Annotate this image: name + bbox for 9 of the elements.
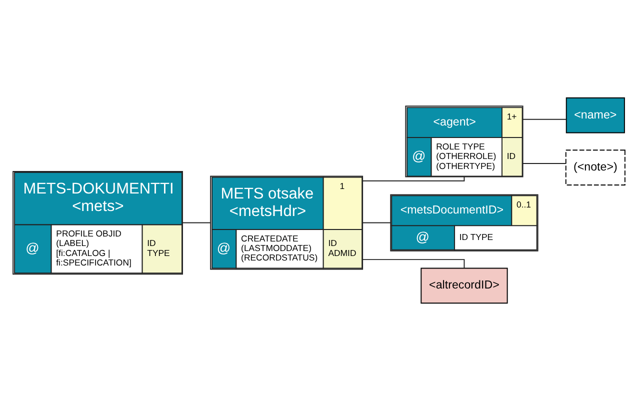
connector <box>362 222 391 223</box>
node-box: <name> <box>566 96 625 133</box>
connector <box>362 258 465 268</box>
connector <box>362 176 465 181</box>
connector <box>182 222 211 223</box>
connector <box>522 118 567 120</box>
node-box: <altrecordID> <box>420 267 508 304</box>
node-box: (<note>) <box>565 149 626 185</box>
connector <box>522 162 566 164</box>
